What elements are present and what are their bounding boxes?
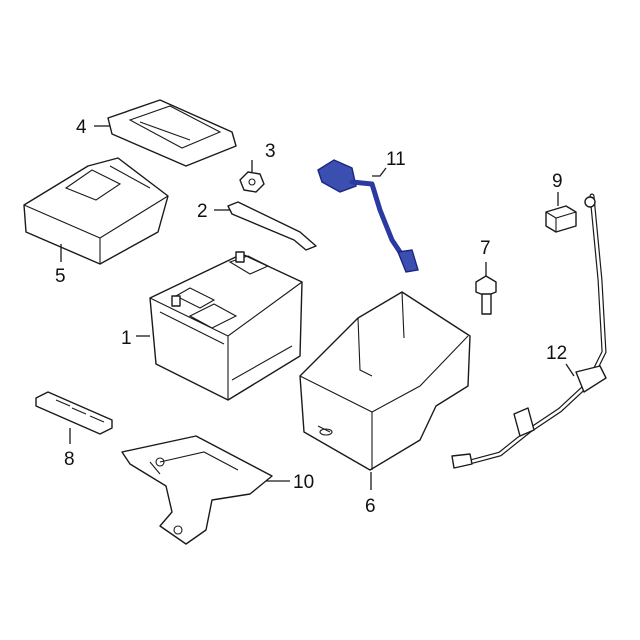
callout-8[interactable]: 8 [64,449,75,470]
part-12-negative-cable[interactable] [451,193,607,469]
callout-10[interactable]: 10 [293,472,314,493]
part-9-fuse[interactable] [545,205,577,233]
part-3-nut[interactable] [239,171,265,193]
part-4-battery-top-cover[interactable] [107,99,237,167]
part-2-hold-down-bar[interactable] [227,201,317,251]
callout-1[interactable]: 1 [121,328,132,349]
part-7-bolt[interactable] [475,275,497,315]
callout-5[interactable]: 5 [55,266,66,287]
callout-7[interactable]: 7 [480,238,491,259]
leader-lines [60,125,575,490]
part-10-bracket[interactable] [121,435,273,545]
callout-3[interactable]: 3 [265,141,276,162]
callout-6[interactable]: 6 [365,496,376,517]
callout-2[interactable]: 2 [197,201,208,222]
callout-9[interactable]: 9 [552,171,563,192]
part-8-shim[interactable] [35,391,113,435]
part-6-battery-tray[interactable] [299,291,471,471]
part-11-battery-cable-highlighted[interactable] [317,159,419,273]
part-5-battery-insulator[interactable] [23,157,169,265]
part-1-battery[interactable] [149,251,303,401]
callout-11[interactable]: 11 [386,149,406,170]
callout-4[interactable]: 4 [76,117,87,138]
callout-12[interactable]: 12 [546,343,567,364]
